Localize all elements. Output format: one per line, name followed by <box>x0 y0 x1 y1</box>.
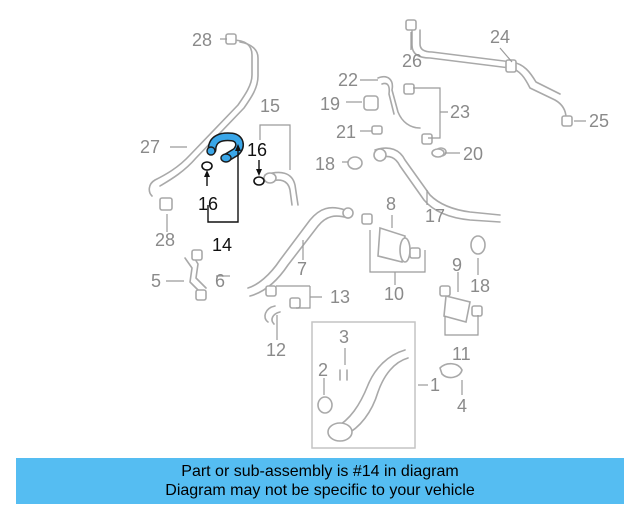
callout-27: 27 <box>140 137 160 157</box>
callout-6: 6 <box>215 271 225 291</box>
callout-2: 2 <box>318 360 328 380</box>
callout-26: 26 <box>402 51 422 71</box>
callout-8: 8 <box>386 194 396 214</box>
callout-19: 19 <box>320 94 340 114</box>
callout-15: 15 <box>260 96 280 116</box>
callout-25: 25 <box>589 111 609 131</box>
part-9-hose <box>439 285 483 323</box>
callout-24: 24 <box>490 27 510 47</box>
part-4-clamp <box>439 362 463 379</box>
part-8-hose <box>361 213 421 263</box>
info-banner: Part or sub-assembly is #14 in diagram D… <box>16 458 624 504</box>
part-16-o-rings <box>201 161 265 186</box>
callout-23: 23 <box>450 102 470 122</box>
callout-14: 14 <box>212 235 232 255</box>
part-15-hose <box>263 171 299 206</box>
callout-7: 7 <box>297 259 307 279</box>
callout-4: 4 <box>457 396 467 416</box>
callout-5: 5 <box>151 271 161 291</box>
callout-labels: 28 27 28 5 6 15 7 13 12 8 10 17 9 18 11 … <box>140 27 609 416</box>
callout-10: 10 <box>384 284 404 304</box>
banner-line-1: Part or sub-assembly is #14 in diagram <box>181 463 459 480</box>
callout-18-right: 18 <box>470 276 490 296</box>
callout-13: 13 <box>330 287 350 307</box>
part-12-hose <box>264 305 281 325</box>
callout-16-right: 16 <box>247 140 267 160</box>
callout-21: 21 <box>336 122 356 142</box>
callout-12: 12 <box>266 340 286 360</box>
callout-16-left: 16 <box>198 194 218 214</box>
callout-11: 11 <box>452 344 471 364</box>
part-7-tube <box>247 206 354 297</box>
callout-20: 20 <box>463 144 483 164</box>
part-5-6-fittings <box>184 249 207 301</box>
leader-lines <box>166 32 586 395</box>
callout-14-leaders <box>204 144 262 223</box>
banner-line-2: Diagram may not be specific to your vehi… <box>165 482 475 499</box>
callout-28-bottom: 28 <box>155 230 175 250</box>
part-13-clamps <box>265 285 301 309</box>
callout-22: 22 <box>338 70 358 90</box>
callout-3: 3 <box>339 327 349 347</box>
part-18-o-ring <box>347 156 486 255</box>
callout-28-top: 28 <box>192 30 212 50</box>
part-22-hose <box>377 75 421 129</box>
inset-box <box>311 321 416 449</box>
part-21-plug <box>371 125 383 135</box>
callout-18-left: 18 <box>315 154 335 174</box>
part-14-hose-assembly <box>206 132 244 163</box>
part-27-tube <box>148 33 259 211</box>
part-23-clamps <box>403 83 433 145</box>
part-20-clamp <box>431 148 445 158</box>
callout-9: 9 <box>452 255 462 275</box>
callout-17: 17 <box>425 206 445 226</box>
part-24-pipe <box>405 19 573 127</box>
callout-1: 1 <box>430 375 440 395</box>
part-19-sensor <box>363 95 379 111</box>
